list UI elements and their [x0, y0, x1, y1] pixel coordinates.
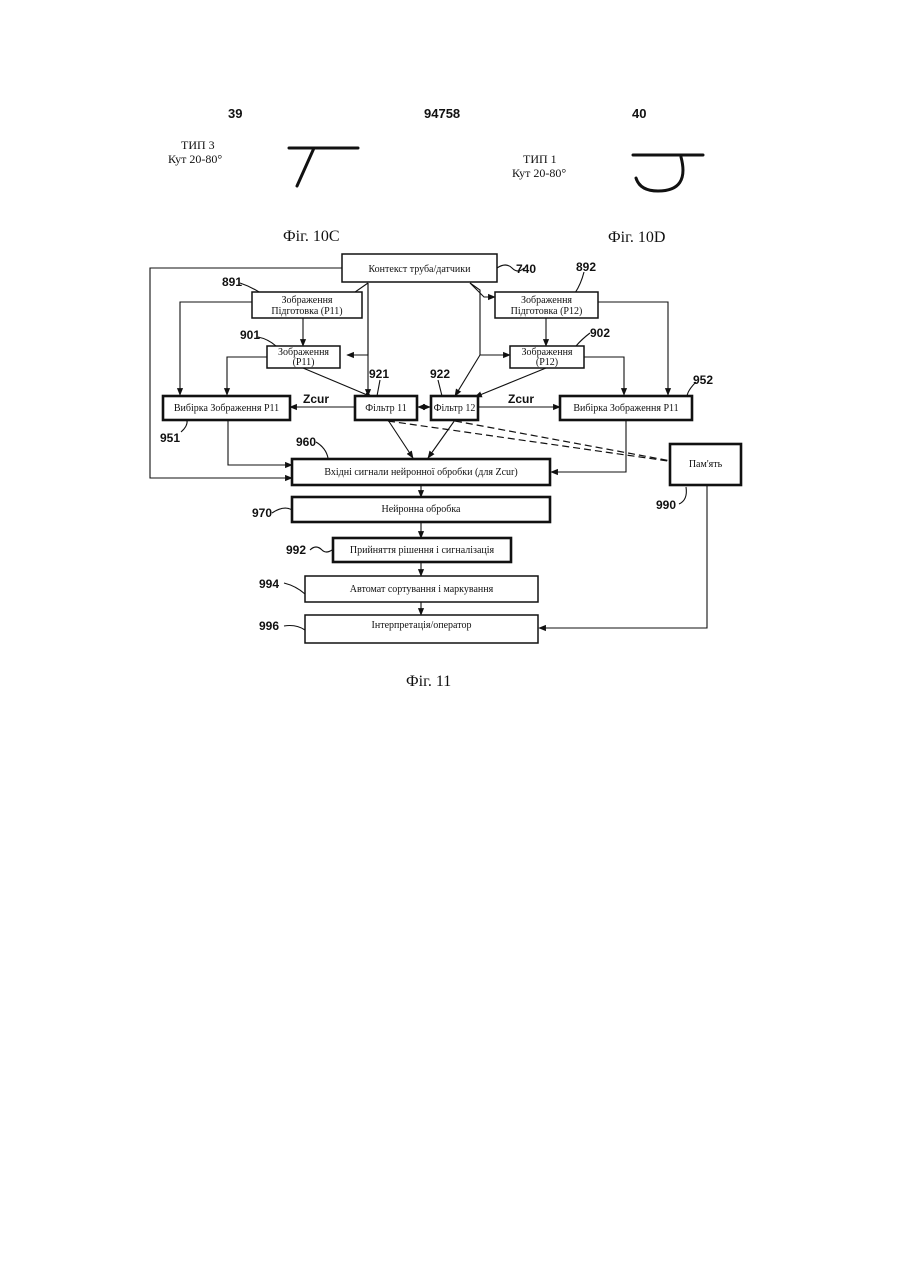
defect-type1-shape	[633, 155, 703, 191]
node-922: Фільтр 12	[431, 396, 478, 420]
node-901: Зображення (Р11)	[267, 346, 340, 368]
ref-996: 996	[259, 619, 279, 633]
ref-891: 891	[222, 275, 242, 289]
node-951-label: Вибірка Зображення Р11	[174, 403, 279, 414]
node-990: Пам'ять	[670, 444, 741, 485]
ref-960: 960	[296, 435, 316, 449]
ref-902: 902	[590, 326, 610, 340]
node-960-label: Вхідні сигнали нейронної обробки (для Zc…	[324, 467, 517, 478]
node-901-line2: (Р11)	[293, 357, 315, 368]
ref-992: 992	[286, 543, 306, 557]
node-892: Зображення Підготовка (Р12)	[495, 292, 598, 318]
node-891-line1: Зображення	[281, 295, 332, 306]
ref-970: 970	[252, 506, 272, 520]
node-740-label: Контекст труба/датчики	[368, 264, 471, 275]
connectors	[150, 268, 707, 628]
ref-740: 740	[516, 262, 536, 276]
ref-952: 952	[693, 373, 713, 387]
ref-901: 901	[240, 328, 260, 342]
ref-951: 951	[160, 431, 180, 445]
node-902-line2: (Р12)	[536, 357, 558, 368]
defect-type3-shape	[289, 148, 358, 186]
node-996-label: Інтерпретація/оператор	[372, 620, 472, 631]
ref-922: 922	[430, 367, 450, 381]
node-990-label: Пам'ять	[689, 459, 723, 470]
node-994-label: Автомат сортування і маркування	[350, 584, 494, 595]
node-970: Нейронна обробка	[292, 497, 550, 522]
ref-892: 892	[576, 260, 596, 274]
node-892-line1: Зображення	[521, 295, 572, 306]
zcur-label-right: Zcur	[508, 392, 534, 406]
node-891: Зображення Підготовка (Р11)	[252, 292, 362, 318]
node-951: Вибірка Зображення Р11	[163, 396, 290, 420]
node-960: Вхідні сигнали нейронної обробки (для Zc…	[292, 459, 550, 485]
node-922-label: Фільтр 12	[434, 403, 476, 414]
node-992-label: Прийняття рішення і сигналізація	[350, 545, 495, 556]
node-902: Зображення (Р12)	[510, 346, 584, 368]
node-952: Вибірка Зображення Р11	[560, 396, 692, 420]
ref-994: 994	[259, 577, 279, 591]
ref-990: 990	[656, 498, 676, 512]
node-994: Автомат сортування і маркування	[305, 576, 538, 602]
node-996: Інтерпретація/оператор	[305, 615, 538, 643]
node-892-line2: Підготовка (Р12)	[511, 306, 583, 317]
node-891-line2: Підготовка (Р11)	[271, 306, 342, 317]
node-740: Контекст труба/датчики	[342, 254, 497, 282]
node-992: Прийняття рішення і сигналізація	[333, 538, 511, 562]
node-952-label: Вибірка Зображення Р11	[573, 403, 678, 414]
node-921: Фільтр 11	[355, 396, 417, 420]
ref-921: 921	[369, 367, 389, 381]
zcur-label-left: Zcur	[303, 392, 329, 406]
node-921-label: Фільтр 11	[365, 403, 406, 414]
node-970-label: Нейронна обробка	[382, 504, 462, 515]
